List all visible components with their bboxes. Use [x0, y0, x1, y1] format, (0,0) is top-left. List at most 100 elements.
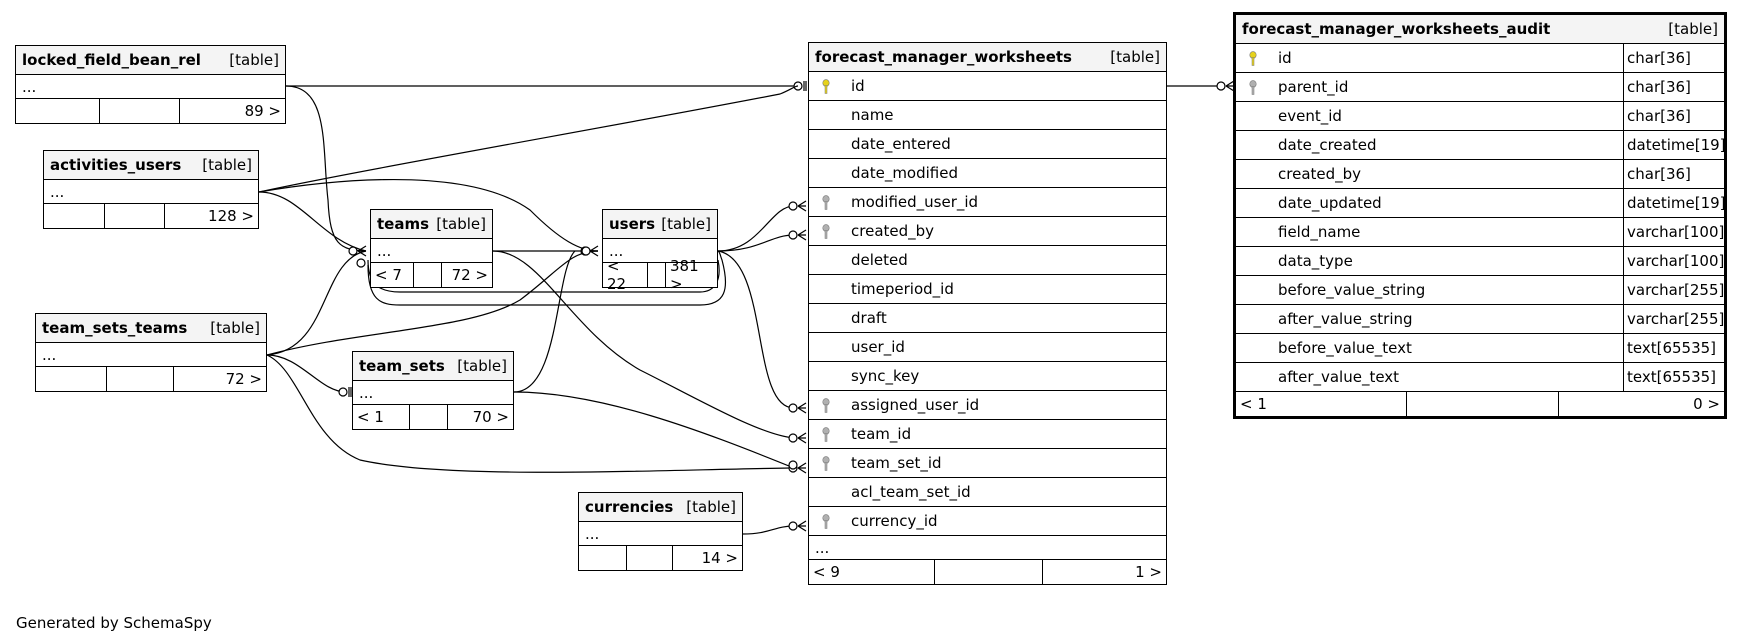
- table-header: forecast_manager_worksheets[table]: [809, 43, 1166, 72]
- edge-fmw-team-id-optional-circle: [788, 433, 798, 443]
- table-type: [table]: [210, 319, 260, 337]
- edge-teams-loop-users: [367, 250, 727, 306]
- column-name: event_id: [1278, 107, 1342, 125]
- table-header: team_sets_teams [table]: [36, 314, 266, 343]
- table-footer: 89 >: [16, 99, 285, 123]
- column-ellipsis: ...: [609, 241, 624, 260]
- column-name: before_value_text: [1278, 339, 1412, 357]
- column-ellipsis: ...: [22, 77, 37, 96]
- footer-parents: < 1: [357, 408, 384, 426]
- table-type: [table]: [1668, 20, 1718, 38]
- edge-currencies-to-fmw: [742, 525, 795, 535]
- table-locked-field-bean-rel[interactable]: locked_field_bean_rel [table] ... 89 >: [15, 45, 286, 124]
- edge-fmw-team-id-crowfoot: [797, 432, 807, 444]
- table-footer: 128 >: [44, 204, 258, 228]
- footer-middle: [1406, 392, 1558, 416]
- table-name: team_sets_teams: [42, 319, 188, 337]
- footer-middle: [934, 560, 1042, 584]
- edge-team-sets-to-fmw: [513, 391, 795, 469]
- column-row-modified-user-id: modified_user_id: [809, 188, 1166, 217]
- edge-to-users-crowfoot: [589, 245, 599, 257]
- edge-to-users-optional-circle-2: [581, 246, 591, 256]
- table-header: users[table]: [603, 210, 717, 239]
- table-activities-users[interactable]: activities_users[table] ... 128 >: [43, 150, 259, 229]
- column-row-date-entered: date_entered: [809, 130, 1166, 159]
- table-header: locked_field_bean_rel [table]: [16, 46, 285, 75]
- footer-middle: [626, 546, 672, 570]
- column-name: team_id: [851, 425, 912, 443]
- column-row-acl-team-set-id: acl_team_set_id: [809, 478, 1166, 507]
- footer-children: 1 >: [1042, 560, 1166, 584]
- generator-credit: Generated by SchemaSpy: [16, 614, 212, 632]
- footer-children: 381 >: [665, 257, 717, 293]
- column-name: modified_user_id: [851, 193, 979, 211]
- edge-fmw-created-by-optional-circle: [788, 230, 798, 240]
- column-type: varchar[100]: [1623, 218, 1724, 246]
- column-row-before-value-text: before_value_text text[65535]: [1236, 334, 1724, 363]
- column-type: char[36]: [1623, 73, 1724, 101]
- column-row-field-name: field_name varchar[100]: [1236, 218, 1724, 247]
- column-type: text[65535]: [1623, 334, 1724, 362]
- column-ellipsis: ...: [50, 182, 65, 201]
- column-row-created-by: created_by: [809, 217, 1166, 246]
- footer-children: 128 >: [164, 204, 258, 228]
- column-name: assigned_user_id: [851, 396, 980, 414]
- footer-children: 14 >: [672, 546, 742, 570]
- table-team-sets-teams[interactable]: team_sets_teams [table] ... 72 >: [35, 313, 267, 392]
- column-name: after_value_string: [1278, 310, 1413, 328]
- footer-children: 70 >: [447, 405, 513, 429]
- table-forecast-manager-worksheets[interactable]: forecast_manager_worksheets[table] id nam…: [808, 42, 1167, 585]
- edge-team-sets-teams-to-teams: [266, 250, 367, 356]
- edge-team-sets-teams-to-fmw: [266, 354, 791, 473]
- edge-to-teams-optional-circle-2: [356, 258, 366, 268]
- column-name: timeperiod_id: [851, 280, 954, 298]
- column-name: currency_id: [851, 512, 938, 530]
- edge-fmw-currency-id-optional-circle: [788, 521, 798, 531]
- footer-parents: < 9: [813, 563, 840, 581]
- table-footer: 72 >: [36, 367, 266, 391]
- edge-team-sets-teams-to-team-sets-optional-circle: [338, 387, 348, 397]
- table-row: ...: [371, 239, 492, 263]
- column-row-id: id: [809, 72, 1166, 101]
- table-name: users: [609, 215, 656, 233]
- column-name: team_set_id: [851, 454, 942, 472]
- table-name: forecast_manager_worksheets: [815, 48, 1072, 66]
- column-name: after_value_text: [1278, 368, 1400, 386]
- footer-children: 89 >: [179, 99, 285, 123]
- footer-children: 72 >: [441, 263, 492, 287]
- column-name: date_updated: [1278, 194, 1382, 212]
- column-name: date_created: [1278, 136, 1377, 154]
- table-forecast-manager-worksheets-audit[interactable]: forecast_manager_worksheets_audit[table]…: [1233, 12, 1727, 419]
- column-row-team-id: team_id: [809, 420, 1166, 449]
- column-ellipsis: ...: [377, 241, 392, 260]
- column-name: field_name: [1278, 223, 1361, 241]
- edge-fmw-modified-user-id-optional-circle: [788, 201, 798, 211]
- footer-parents: < 22: [607, 257, 627, 293]
- column-name: name: [851, 106, 894, 124]
- table-name: currencies: [585, 498, 674, 516]
- table-users[interactable]: users[table] ... < 22 381 >: [602, 209, 718, 293]
- edge-locked-field-bean-rel-to-teams: [285, 85, 367, 252]
- column-row-assigned-user-id: assigned_user_id: [809, 391, 1166, 420]
- table-row: ...: [44, 180, 258, 204]
- column-type: text[65535]: [1623, 363, 1724, 391]
- table-type: [table]: [457, 357, 507, 375]
- edge-locked-field-bean-rel-to-fmw-bar: [803, 81, 807, 91]
- column-name: data_type: [1278, 252, 1353, 270]
- table-teams[interactable]: teams[table] ... < 7 72 >: [370, 209, 493, 288]
- column-row-deleted: deleted: [809, 246, 1166, 275]
- edge-fmw-created-by-crowfoot: [797, 229, 807, 241]
- column-row-name: name: [809, 101, 1166, 130]
- column-name: parent_id: [1278, 78, 1349, 96]
- footer-middle: [409, 405, 447, 429]
- table-team-sets[interactable]: team_sets[table] ... < 1 70 >: [352, 351, 514, 430]
- table-name: teams: [377, 215, 430, 233]
- edge-fmw-assigned-user-id-crowfoot: [797, 402, 807, 414]
- table-currencies[interactable]: currencies[table] ... 14 >: [578, 492, 743, 571]
- table-name: locked_field_bean_rel: [22, 51, 201, 69]
- table-row: ...: [36, 343, 266, 367]
- table-type: [table]: [229, 51, 279, 69]
- table-header: teams[table]: [371, 210, 492, 239]
